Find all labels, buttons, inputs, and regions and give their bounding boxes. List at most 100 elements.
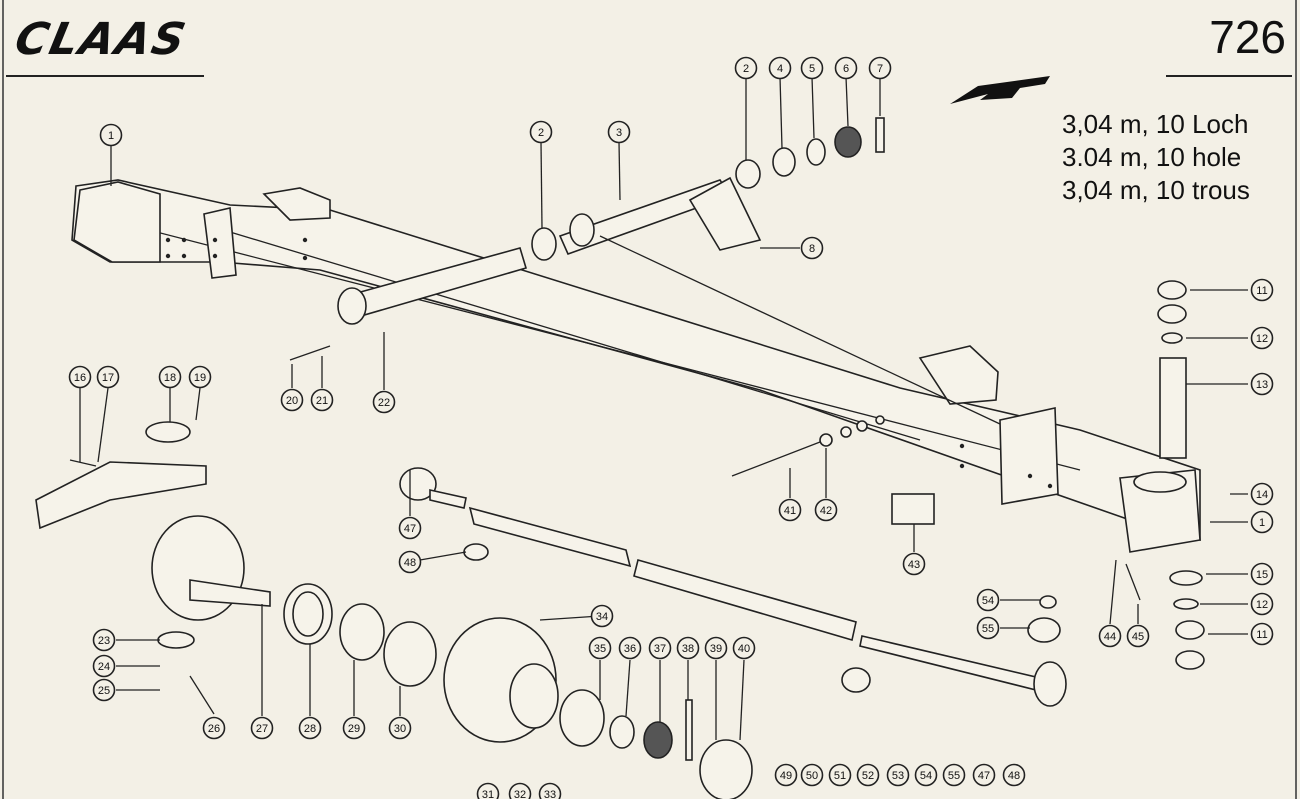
callout-19: 19: [188, 365, 212, 389]
callout-6: 6: [834, 56, 858, 80]
callout-circle: [800, 56, 824, 80]
callout-label: 27: [256, 723, 268, 735]
callout-circle: [92, 654, 116, 678]
callout-label: 53: [892, 770, 904, 782]
callout-label: 20: [286, 395, 298, 407]
callout-label: 13: [1256, 379, 1268, 391]
callout-47: 47: [398, 516, 422, 540]
callout-circle: [774, 763, 798, 787]
callout-circle: [800, 763, 824, 787]
callout-label: 5: [809, 63, 815, 75]
callout-18: 18: [158, 365, 182, 389]
a-frame-tube: [337, 176, 1001, 425]
callout-circle: [942, 763, 966, 787]
callout-label: 39: [710, 643, 722, 655]
callout-7: 7: [868, 56, 892, 80]
callout-29: 29: [342, 716, 366, 740]
callout-41: 41: [778, 498, 802, 522]
callout-label: 54: [920, 770, 932, 782]
callout-label: 30: [394, 723, 406, 735]
callout-36: 36: [618, 636, 642, 660]
callout-label: 34: [596, 611, 608, 623]
callout-12: 12: [1250, 592, 1274, 616]
callout-label: 26: [208, 723, 220, 735]
callout-48: 48: [1002, 763, 1026, 787]
bushing-set-top: [531, 117, 885, 261]
callout-label: 43: [908, 559, 920, 571]
callout-label: 45: [1132, 631, 1144, 643]
callout-label: 36: [624, 643, 636, 655]
callout-circle: [734, 56, 758, 80]
callout-50: 50: [800, 763, 824, 787]
callout-circle: [529, 120, 553, 144]
callout-circle: [902, 552, 926, 576]
callout-circle: [768, 56, 792, 80]
callout-20: 20: [280, 388, 304, 412]
callout-label: 22: [378, 397, 390, 409]
callout-43: 43: [902, 552, 926, 576]
spec-line-english: 3.04 m, 10 hole: [1062, 142, 1242, 172]
callout-25: 25: [92, 678, 116, 702]
callout-30: 30: [388, 716, 412, 740]
callout-circle: [886, 763, 910, 787]
page-number: 726: [1209, 11, 1286, 63]
callout-label: 2: [743, 63, 749, 75]
callout-label: 24: [98, 661, 110, 673]
callout-label: 16: [74, 372, 86, 384]
spec-block: 3,04 m, 10 Loch 3.04 m, 10 hole 3,04 m, …: [1062, 108, 1250, 207]
callout-48: 48: [398, 550, 422, 574]
callout-label: 55: [982, 623, 994, 635]
callout-51: 51: [828, 763, 852, 787]
callout-circle: [372, 390, 396, 414]
callout-23: 23: [92, 628, 116, 652]
callout-circle: [1250, 562, 1274, 586]
callout-circle: [588, 636, 612, 660]
callout-circle: [92, 628, 116, 652]
callout-label: 47: [404, 523, 416, 535]
leader-lines: [79, 76, 1248, 741]
callout-circle: [342, 716, 366, 740]
callout-circle: [188, 365, 212, 389]
callout-label: 29: [348, 723, 360, 735]
callout-label: 31: [482, 789, 494, 799]
callout-label: 25: [98, 685, 110, 697]
callout-circle: [972, 763, 996, 787]
callout-45: 45: [1126, 624, 1150, 648]
callout-1: 1: [99, 123, 123, 147]
callout-circle: [676, 636, 700, 660]
callout-circle: [158, 365, 182, 389]
callout-52: 52: [856, 763, 880, 787]
callout-4: 4: [768, 56, 792, 80]
callout-38: 38: [676, 636, 700, 660]
callout-circle: [202, 716, 226, 740]
callout-24: 24: [92, 654, 116, 678]
callout-label: 11: [1256, 629, 1267, 641]
callout-circle: [834, 56, 858, 80]
callout-circle: [856, 763, 880, 787]
callout-label: 41: [784, 505, 796, 517]
callout-label: 4: [777, 63, 783, 75]
callout-37: 37: [648, 636, 672, 660]
callout-label: 49: [780, 770, 792, 782]
callout-label: 47: [978, 770, 990, 782]
callout-33: 33: [538, 782, 562, 799]
callout-label: 18: [164, 372, 176, 384]
callout-circle: [607, 120, 631, 144]
direction-arrow-icon: [950, 76, 1050, 104]
callout-circle: [92, 678, 116, 702]
callout-11: 11: [1250, 278, 1274, 302]
steering-knuckle-left: [35, 421, 271, 649]
callout-circle: [96, 365, 120, 389]
callout-34: 34: [590, 604, 614, 628]
callout-label: 44: [1104, 631, 1116, 643]
callout-label: 42: [820, 505, 832, 517]
callout-32: 32: [508, 782, 532, 799]
callout-13: 13: [1250, 372, 1274, 396]
callout-label: 38: [682, 643, 694, 655]
callout-label: 28: [304, 723, 316, 735]
callout-label: 7: [877, 63, 883, 75]
callout-circle: [1250, 372, 1274, 396]
callout-39: 39: [704, 636, 728, 660]
callout-circle: [1250, 622, 1274, 646]
